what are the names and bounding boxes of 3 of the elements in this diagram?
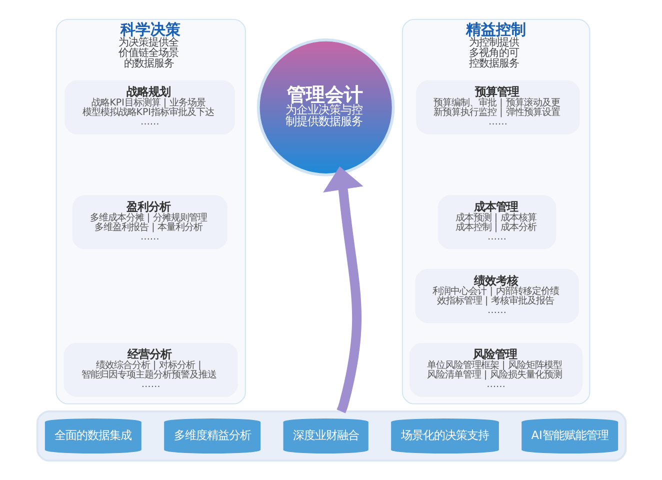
node-circle: 管理会计 为企业决策与控制提供数据服务 <box>256 38 394 176</box>
cluster <box>36 410 626 462</box>
arrow <box>322 166 363 414</box>
